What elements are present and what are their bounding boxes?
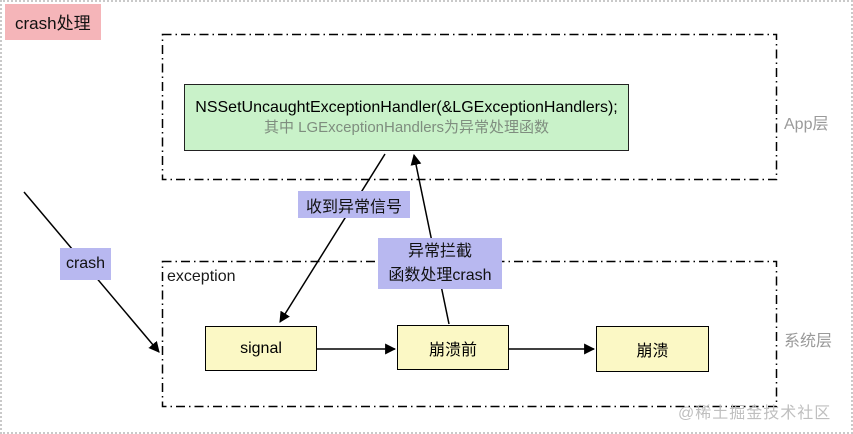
watermark: @稀土掘金技术社区 (678, 405, 832, 422)
page-title: crash处理 (5, 4, 101, 40)
node-pre-crash: 崩溃前 (397, 325, 509, 370)
app-layer-border (161, 33, 778, 181)
system-layer-label: 系统层 (784, 333, 833, 350)
app-layer-label: App层 (784, 116, 829, 133)
crash-note: crash (60, 248, 111, 280)
signal-received-note: 收到异常信号 (298, 191, 410, 218)
intercept-note-line1: 异常拦截 (407, 242, 472, 260)
system-layer-border (161, 260, 778, 408)
handler-code-line: NSSetUncaughtExceptionHandler(&LGExcepti… (195, 99, 618, 116)
intercept-note-line2: 函数处理crash (388, 266, 492, 284)
exception-region-label: exception (167, 268, 236, 285)
exception-handler-box: NSSetUncaughtExceptionHandler(&LGExcepti… (184, 84, 629, 151)
handler-description-line: 其中 LGExceptionHandlers为异常处理函数 (263, 119, 550, 136)
node-crash: 崩溃 (596, 326, 709, 372)
node-signal: signal (205, 326, 317, 371)
intercept-note: 异常拦截 函数处理crash (378, 238, 502, 289)
signal-received-arrow (279, 153, 386, 323)
